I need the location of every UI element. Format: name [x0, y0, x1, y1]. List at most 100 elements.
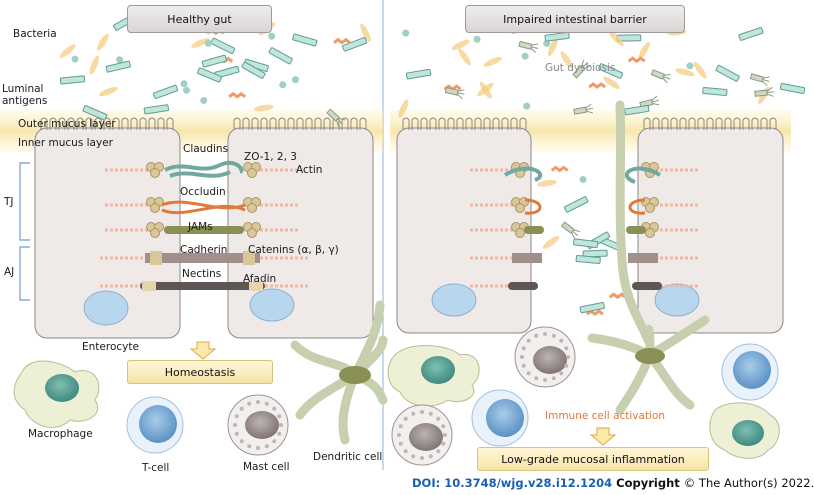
microvillus: [287, 117, 295, 130]
microvillus: [58, 117, 66, 130]
microvillus: [139, 117, 147, 130]
granule: [534, 333, 539, 338]
bacterium-rod: [268, 47, 293, 65]
claudin-strand: [169, 170, 231, 178]
bacterium-spindle: [547, 37, 558, 56]
t-cell-right-2: [721, 343, 779, 401]
aj-bracket: [19, 246, 30, 301]
bacterium-rod: [572, 238, 599, 249]
granule: [526, 338, 531, 343]
catenin: [150, 251, 162, 265]
label-actin: Actin: [296, 164, 323, 176]
granule: [441, 441, 446, 446]
granule: [551, 333, 556, 338]
microvillus: [402, 117, 410, 130]
label-inner-mucus: Inner mucus layer: [18, 137, 113, 149]
t-cell: [126, 396, 184, 454]
granule: [272, 439, 277, 444]
citation-footer: DOI: 10.3748/wjg.v28.i12.1204 Copyright …: [412, 476, 814, 490]
macrophage-right: [387, 345, 480, 407]
microbiota: [59, 13, 806, 316]
microvillus: [670, 117, 678, 130]
granule: [520, 355, 524, 359]
bacterium-rod: [563, 196, 589, 213]
microvillus: [40, 117, 48, 130]
flagellated-bacterium: [754, 87, 774, 97]
microvillus: [661, 117, 669, 130]
antigen-dot: [543, 39, 551, 47]
microvillus: [510, 117, 518, 130]
antigen-dot: [521, 52, 529, 60]
bacterium-rod: [143, 104, 170, 115]
microvillus: [492, 117, 500, 130]
antigen-dot: [116, 56, 124, 64]
bacterium-rod: [82, 105, 108, 121]
microvillus: [733, 117, 741, 130]
granule: [397, 433, 401, 437]
bacterium-spindle: [191, 38, 210, 48]
macrophage-right-2: [709, 402, 780, 459]
junction-protein-cluster: [243, 197, 261, 213]
granule: [543, 378, 547, 382]
doi-text: DOI: 10.3748/wjg.v28.i12.1204: [412, 476, 613, 490]
granule: [436, 416, 441, 421]
microvillus: [679, 117, 687, 130]
microvillus: [85, 117, 93, 130]
bacterium-spindle: [398, 99, 409, 118]
microvillus: [420, 117, 428, 130]
bacterium-spindle: [458, 48, 471, 66]
bacterium-rod: [292, 33, 318, 47]
bacterium-rod: [624, 104, 650, 116]
antigen-dot: [686, 62, 694, 70]
label-cadherin: Cadherin: [180, 244, 228, 256]
microvillus: [643, 117, 651, 130]
antigen-chain: [228, 91, 247, 99]
bacterium-spindle: [560, 51, 573, 69]
label-mastcell: Mast cell: [243, 461, 290, 473]
granule: [403, 416, 408, 421]
granule: [566, 355, 570, 359]
granule: [234, 431, 239, 436]
bacterium-rod: [702, 87, 728, 96]
mast-cell: [227, 394, 289, 456]
microvillus: [715, 117, 723, 130]
microvillus: [67, 117, 75, 130]
antigen-chain: [550, 165, 569, 173]
junction-protein-cluster: [146, 197, 164, 213]
dendritic-cell-right: [587, 315, 710, 415]
mast-cell-right-2: [391, 404, 453, 466]
claudin-strand: [164, 160, 244, 174]
panel-title-healthy: Healthy gut: [127, 5, 272, 33]
label-luminal-antigens: Luminal antigens: [2, 83, 48, 108]
microvillus: [130, 117, 138, 130]
microvillus: [76, 117, 84, 130]
granule: [398, 424, 403, 429]
microvillus: [341, 117, 349, 130]
granule: [551, 376, 556, 381]
granule: [398, 441, 403, 446]
granule: [526, 371, 531, 376]
bacterium-spindle: [483, 56, 502, 67]
bacterium-rod: [59, 75, 86, 85]
microvillus: [94, 117, 102, 130]
microvillus: [411, 117, 419, 130]
microvillus: [269, 117, 277, 130]
granule: [403, 449, 408, 454]
cadherin: [512, 253, 542, 263]
microvillus: [760, 117, 768, 130]
flagellated-bacterium: [572, 59, 591, 79]
bacterium-spindle: [603, 76, 620, 90]
microvillus: [697, 117, 705, 130]
bacterium-rod: [738, 26, 764, 41]
granule: [247, 444, 252, 449]
antigen-dot: [291, 76, 299, 84]
occludin: [628, 198, 646, 215]
antigen-chain: [627, 56, 646, 64]
granule: [256, 400, 260, 404]
granule: [239, 406, 244, 411]
microvillus: [148, 117, 156, 130]
nucleus: [431, 283, 477, 317]
bacterium-spindle: [98, 87, 118, 97]
bacterium-spindle: [608, 30, 624, 46]
granule: [559, 371, 564, 376]
